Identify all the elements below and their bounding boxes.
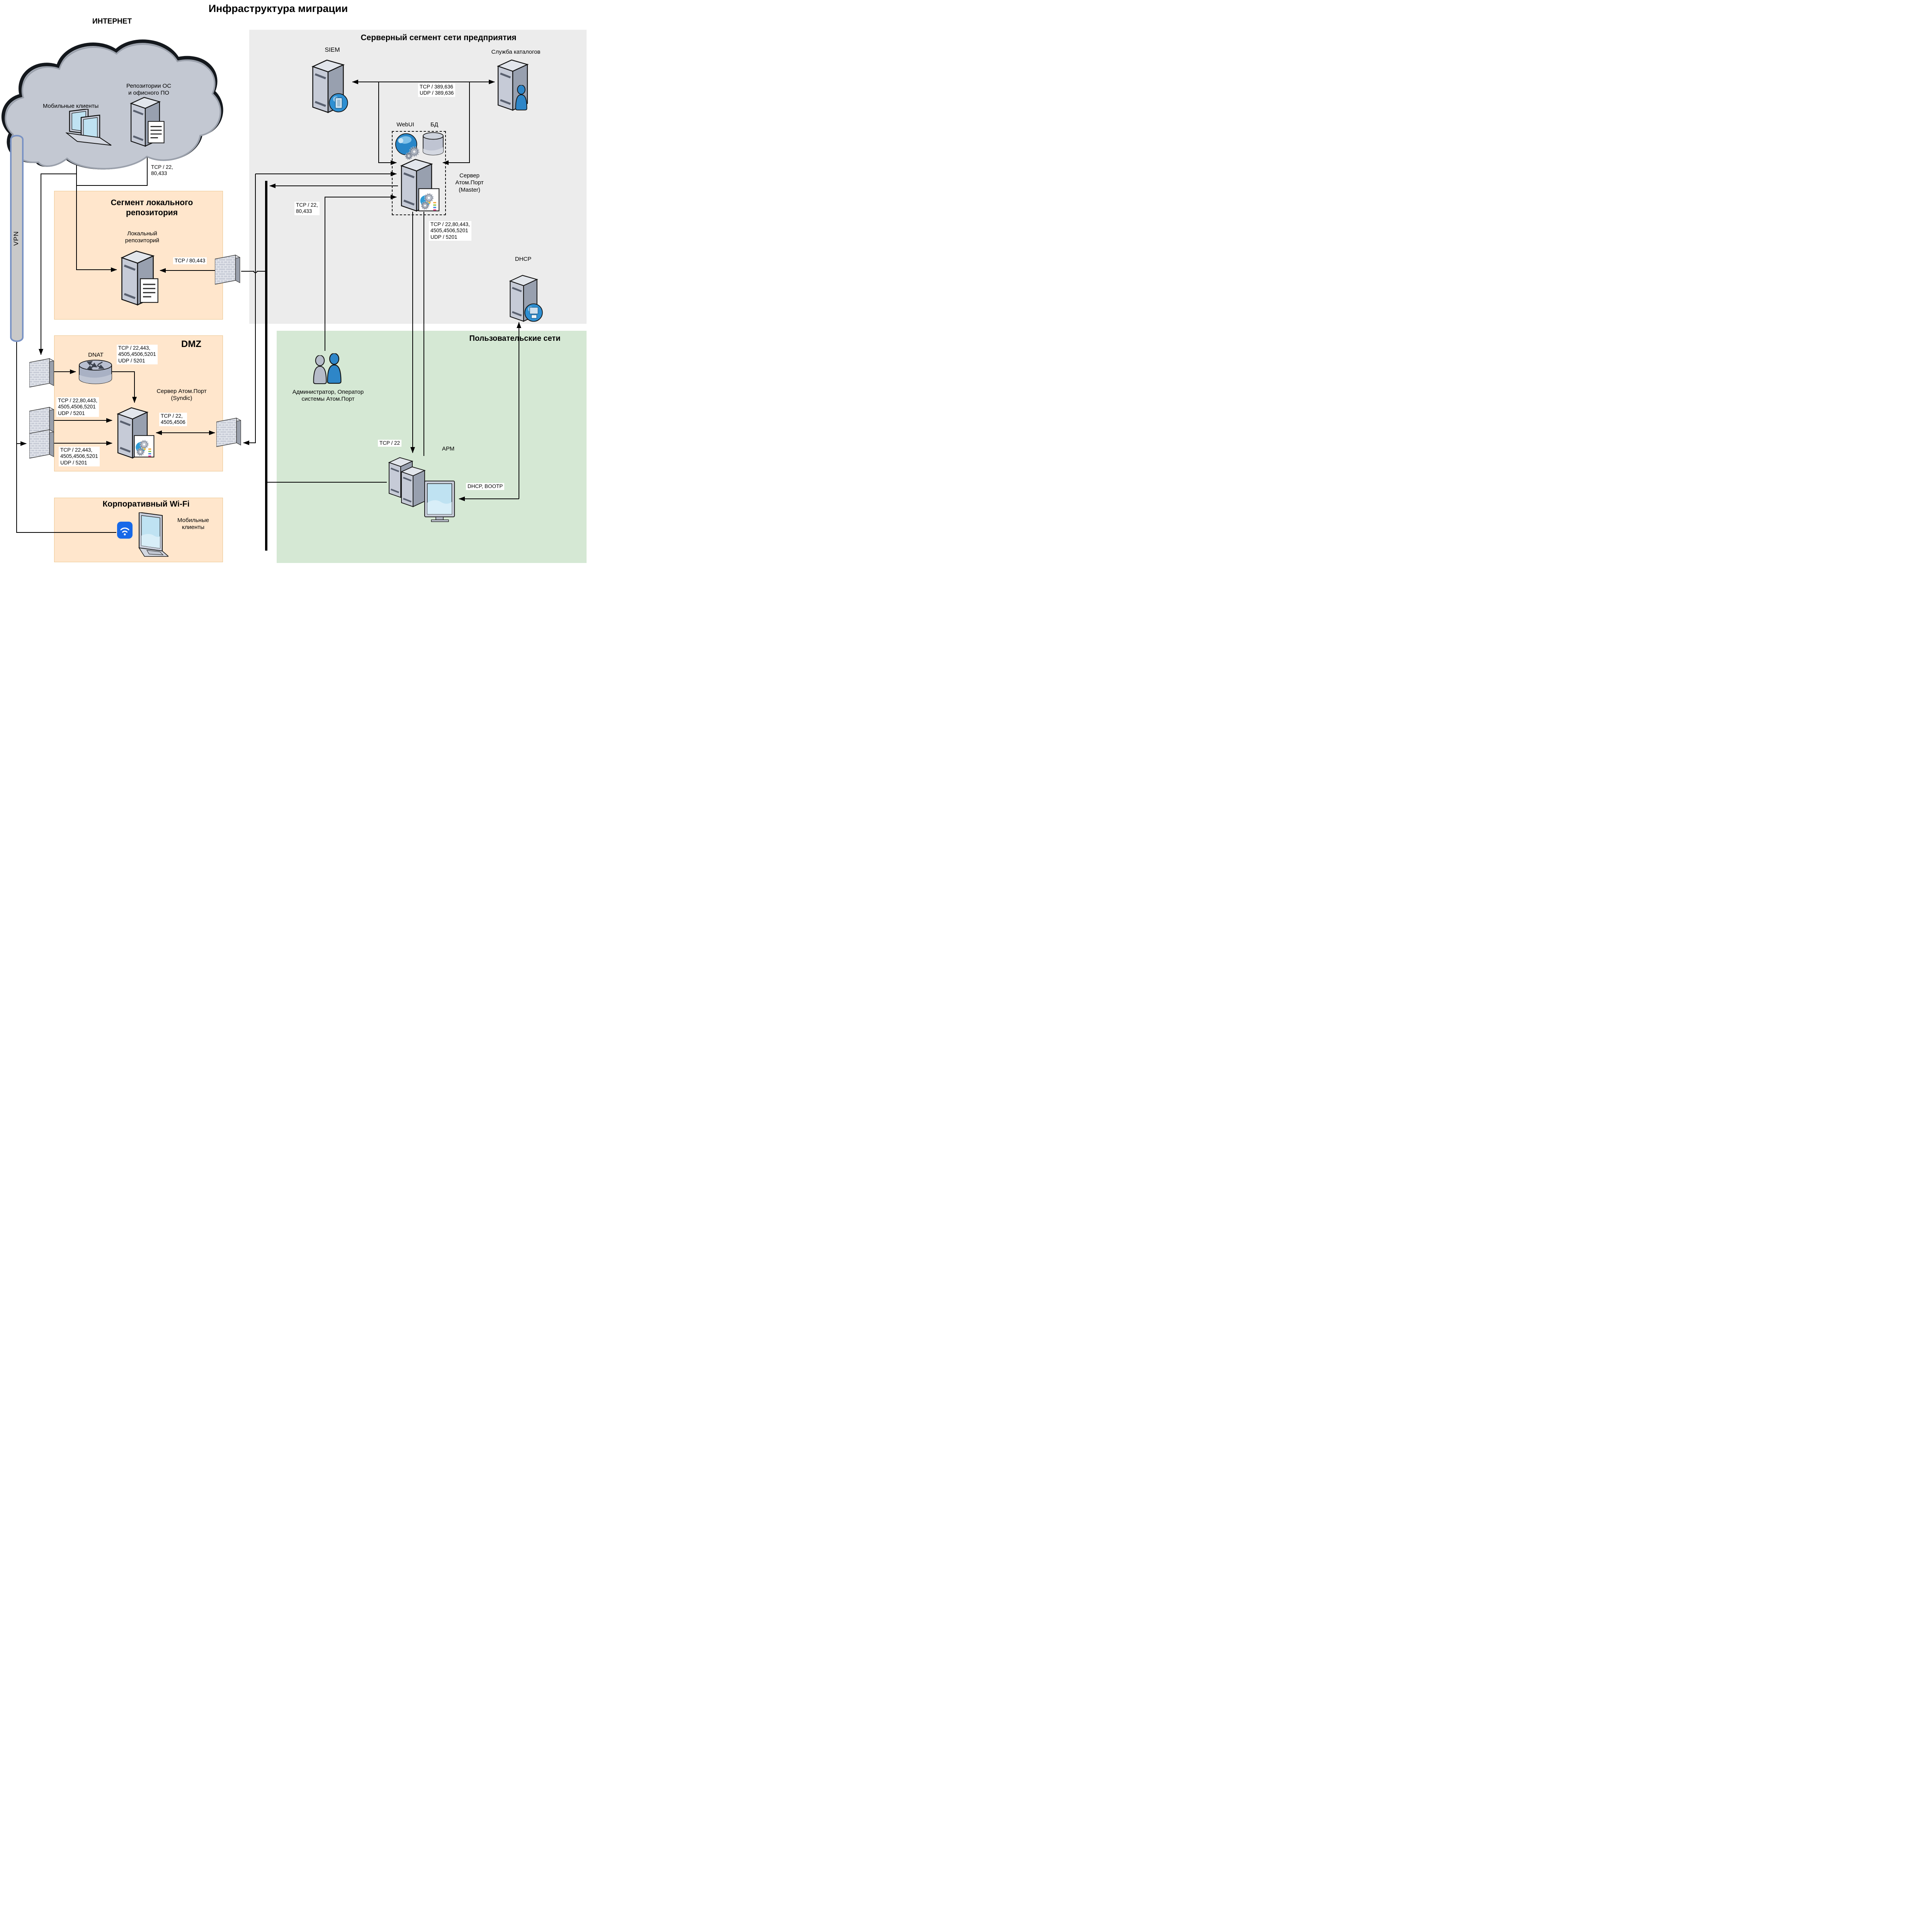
- siem-lock-icon: [328, 93, 349, 113]
- wifi-laptop-icon: [136, 512, 168, 559]
- local-repo-title: Сегмент локального репозитория: [111, 198, 193, 217]
- user-networks-box: [277, 331, 587, 563]
- port-dhcp-arm: DHCP, BOOTP: [466, 483, 505, 490]
- local-repo-server-icon: [118, 248, 157, 306]
- port-local-repo-fw: TCP / 80,443: [173, 257, 207, 265]
- syndic-label: Сервер Атом.Порт (Syndic): [156, 388, 207, 402]
- wire-pull-from-internet-repo: [77, 146, 150, 186]
- syndic-server-icon: [114, 405, 151, 459]
- dhcp-disk-icon: [524, 303, 543, 322]
- arm-label: АРМ: [442, 446, 455, 452]
- port-master-south: TCP / 22,80,443, 4505,4506,5201 UDP / 52…: [429, 221, 471, 241]
- wire-dnat-to-syndic: [112, 371, 137, 403]
- db-label: БД: [430, 121, 438, 128]
- siem-server-icon: [309, 57, 347, 114]
- directory-label: Служба каталогов: [491, 49, 541, 55]
- vpn-label: VPN: [12, 231, 20, 246]
- firewall-internet: [29, 357, 54, 389]
- dmz-title: DMZ: [181, 339, 201, 349]
- wifi-box: [54, 498, 223, 562]
- dnat-label: DNAT: [88, 352, 104, 358]
- wires-layer: [14, 80, 521, 551]
- directory-server-icon: [495, 57, 531, 111]
- firewall-dmz-east: [216, 417, 241, 449]
- user-networks-title: Пользовательские сети: [469, 334, 561, 343]
- port-admin-master: TCP / 22, 80,433: [294, 202, 320, 215]
- wire-vpn-to-wifi-segment: [16, 342, 116, 533]
- admins-label: Администратор, Оператор системы Атом.Пор…: [292, 389, 364, 403]
- internet-cloud: [1, 39, 223, 170]
- local-repo-label: Локальный репозиторий: [125, 230, 160, 244]
- wifi-clients-label: Мобильные клиенты: [177, 517, 209, 531]
- wifi-title: Корпоративный Wi-Fi: [102, 500, 190, 509]
- port-dnat-syndic: TCP / 22,443, 4505,4506,5201 UDP / 5201: [117, 345, 158, 365]
- server-segment-title: Серверный сегмент сети предприятия: [361, 33, 517, 42]
- siem-label: SIEM: [325, 47, 340, 53]
- wifi-icon: [117, 522, 133, 539]
- diagram-canvas: VPN: [0, 0, 587, 563]
- port-syndic-master: TCP / 22, 4505,4506: [159, 413, 187, 426]
- arm-monitor-icon: [424, 480, 457, 522]
- internet-repo-server-icon: [128, 95, 163, 147]
- wire-admin-to-master: [325, 195, 397, 351]
- wire-branch-to-internet-firewall: [39, 173, 77, 355]
- mobile-clients-icon: [66, 109, 116, 148]
- master-gears-doc-icon: [418, 188, 440, 211]
- operator-person-icon: [327, 350, 342, 387]
- internet-label: ИНТЕРНЕТ: [92, 17, 132, 26]
- db-icon: [423, 132, 444, 156]
- wire-syndic-chain-down: [243, 174, 256, 445]
- master-server-icon: [398, 156, 435, 212]
- firewall-wifi: [29, 428, 54, 461]
- admin-person-icon: [313, 352, 327, 387]
- document-icon: [140, 278, 158, 303]
- wire-drop-to-master-left: [378, 82, 397, 165]
- port-internet-repo: TCP / 22, 80,433: [150, 164, 175, 177]
- syndic-gears-doc-icon: [134, 435, 155, 457]
- firewall-local-repo: [215, 253, 240, 287]
- dhcp-label: DHCP: [515, 256, 532, 262]
- webui-label: WebUI: [396, 121, 414, 128]
- arm-workstation-icon: [386, 455, 460, 525]
- wire-drop-to-master-right: [442, 82, 470, 165]
- master-label: Сервер Атом.Порт (Master): [455, 172, 484, 193]
- vpn-tunnel: VPN: [10, 135, 24, 342]
- wire-repo-firewall-to-bus: [241, 271, 267, 273]
- page-title: Инфраструктура миграции: [208, 3, 348, 14]
- dnat-router-icon: [78, 359, 112, 386]
- document-icon: [148, 121, 165, 143]
- directory-person-icon: [515, 85, 528, 111]
- internet-repos-label: Репозитории ОС и офисного ПО: [126, 83, 172, 97]
- dhcp-server-icon: [507, 273, 540, 322]
- port-master-arm: TCP / 22: [378, 440, 402, 447]
- port-wifi-syndic: TCP / 22,443, 4505,4506,5201 UDP / 5201: [59, 447, 100, 467]
- port-ldap: TCP / 389,636 UDP / 389,636: [418, 83, 456, 97]
- port-vpn-syndic: TCP / 22,80,443, 4505,4506,5201 UDP / 52…: [56, 397, 99, 417]
- mobile-clients-label: Мобильные клиенты: [43, 103, 99, 109]
